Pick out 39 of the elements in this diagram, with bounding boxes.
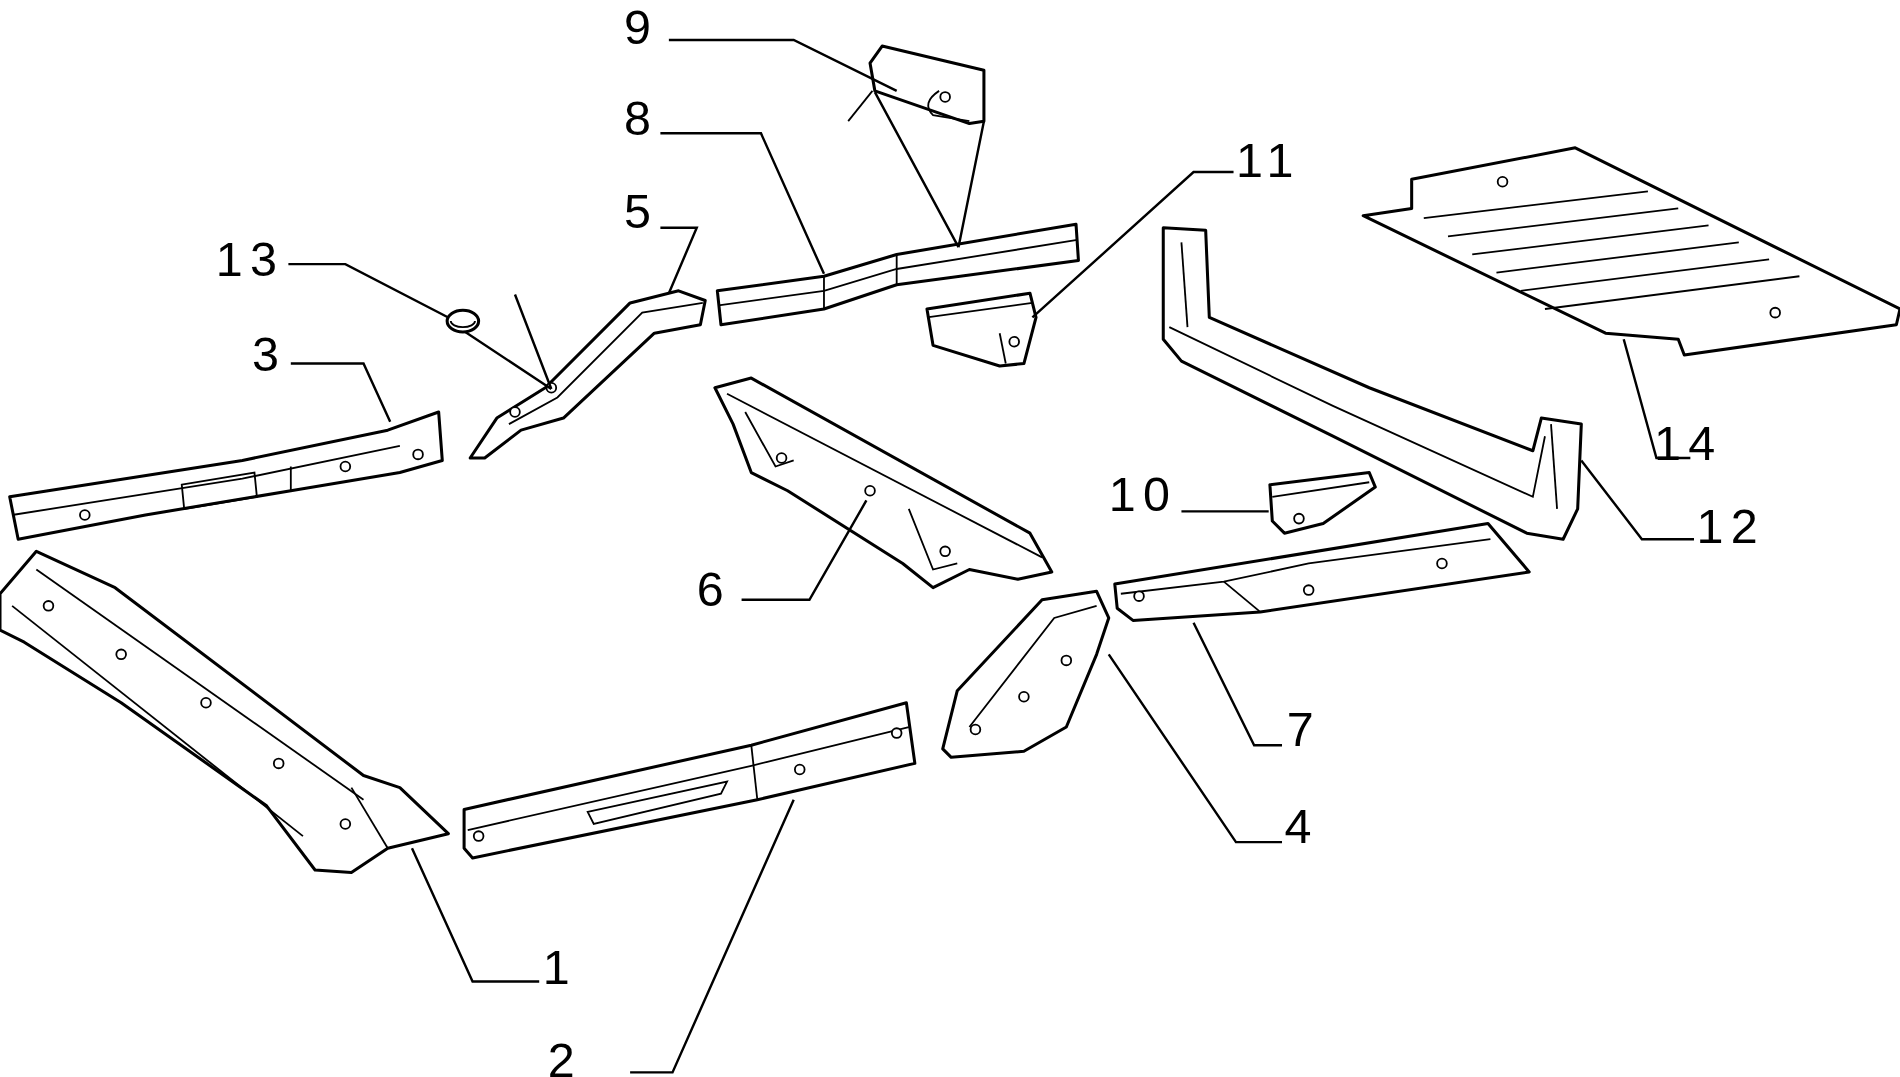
front-side-rail-drawing bbox=[0, 549, 450, 874]
leader-line bbox=[1192, 622, 1282, 747]
leader-line bbox=[410, 847, 540, 983]
callout-number: 4 bbox=[1284, 802, 1319, 851]
leader-line bbox=[1107, 653, 1282, 844]
leader-line bbox=[660, 132, 826, 275]
leader-line bbox=[1622, 338, 1691, 460]
callout-number: 6 bbox=[696, 564, 731, 614]
leader-line bbox=[1181, 510, 1269, 513]
leader-line bbox=[630, 799, 795, 1074]
bracket-drawing bbox=[925, 291, 1038, 368]
leader-line bbox=[1031, 170, 1234, 319]
callout-number: 5 bbox=[624, 186, 659, 236]
leader-line bbox=[668, 38, 898, 92]
callout-number: 10 bbox=[1108, 470, 1178, 519]
assembly-line bbox=[873, 90, 986, 249]
leader-line bbox=[741, 499, 868, 601]
callout-number: 1 bbox=[542, 942, 578, 992]
callout-number: 12 bbox=[1696, 501, 1765, 551]
callout-number: 7 bbox=[1286, 705, 1322, 754]
leader-line bbox=[660, 226, 699, 294]
curved-rail-drawing bbox=[468, 289, 707, 460]
nut-drawing bbox=[445, 308, 481, 334]
wheel-arch-bracket-drawing bbox=[941, 589, 1111, 759]
callout-number: 3 bbox=[252, 329, 287, 379]
floor-panel-drawing bbox=[1361, 146, 1900, 357]
callout-number: 2 bbox=[547, 1036, 582, 1077]
callout-number: 11 bbox=[1235, 135, 1301, 185]
callout-number: 9 bbox=[624, 2, 659, 51]
callout-number: 8 bbox=[624, 93, 659, 142]
assembly-line bbox=[464, 293, 553, 391]
bracket-drawing bbox=[847, 44, 986, 126]
side-member-drawing bbox=[462, 701, 917, 860]
callout-number: 13 bbox=[215, 235, 285, 284]
leader-line bbox=[1580, 459, 1694, 541]
bracket-drawing bbox=[1268, 471, 1377, 535]
leader-line bbox=[288, 262, 449, 319]
rear-side-rail-drawing bbox=[8, 410, 444, 541]
leader-line bbox=[290, 362, 392, 423]
